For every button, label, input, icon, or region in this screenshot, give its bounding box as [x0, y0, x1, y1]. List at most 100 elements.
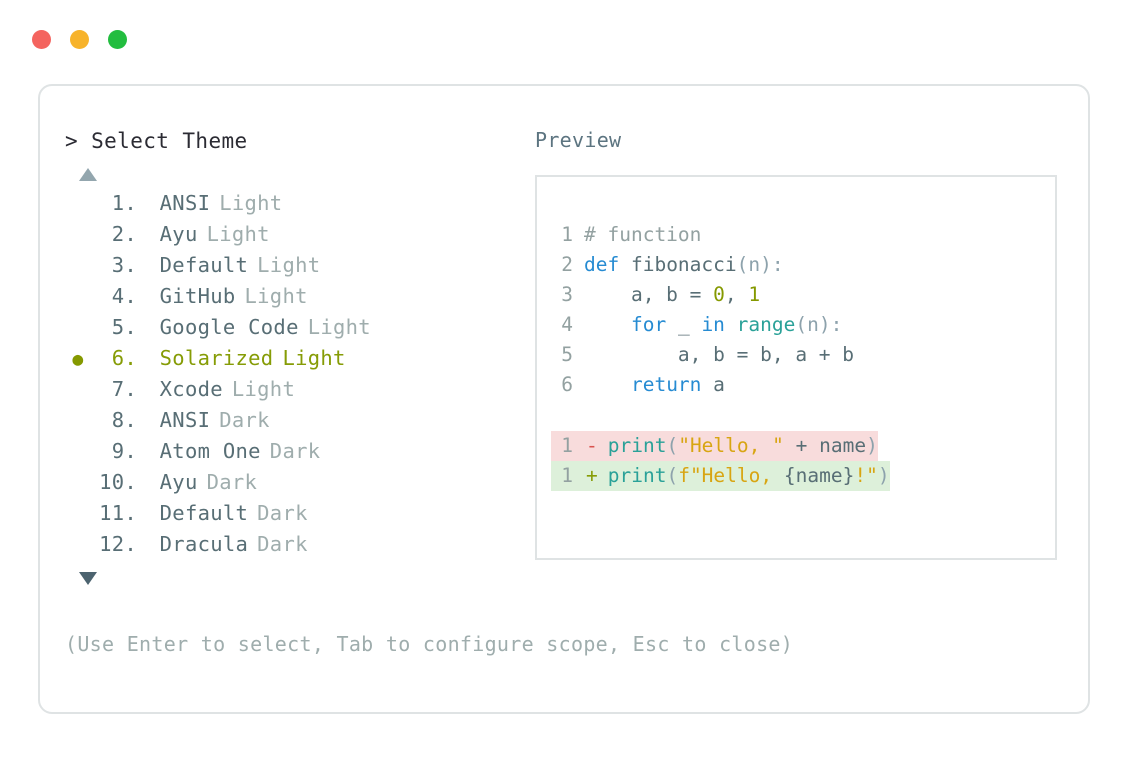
theme-name: Ayu: [159, 222, 198, 247]
scroll-up-arrow-icon[interactable]: [79, 168, 97, 182]
theme-index-gap: [137, 498, 160, 529]
theme-index-gap: [137, 312, 160, 343]
theme-index-gap: [137, 467, 160, 498]
selected-bullet-icon: ●: [65, 313, 91, 344]
selected-bullet-icon: ●: [65, 468, 91, 499]
code-line-content: # function: [584, 220, 701, 250]
code-token: {name}: [783, 464, 855, 487]
code-token: # function: [584, 223, 702, 246]
theme-index: 2.: [111, 222, 137, 247]
line-number: 5: [561, 343, 573, 366]
theme-name: Atom One: [159, 439, 261, 464]
theme-index-gap: [137, 374, 160, 405]
code-line-content: return a: [584, 370, 725, 400]
code-token: 0: [713, 283, 725, 306]
theme-index-gap: [137, 219, 160, 250]
selected-bullet-icon: ●: [65, 406, 91, 437]
code-token: in: [701, 313, 725, 336]
diff-line-content: print(f"Hello, {name}!"): [608, 461, 890, 491]
code-line-content: a, b = 0, 1: [584, 280, 760, 310]
code-token: !": [854, 464, 878, 487]
theme-variant: Dark: [219, 408, 270, 433]
code-token: range: [736, 313, 796, 336]
theme-variant: Dark: [257, 532, 308, 557]
selected-bullet-icon: ●: [65, 189, 91, 220]
page-title: > Select Theme: [65, 129, 248, 153]
code-token: (: [666, 434, 679, 457]
maximize-button[interactable]: [108, 30, 127, 49]
theme-index: 4.: [111, 284, 137, 309]
code-line: 2 def fibonacci(n):: [551, 250, 1055, 280]
theme-index: 7.: [111, 377, 137, 402]
code-token: _: [666, 313, 702, 336]
theme-index: 3.: [111, 253, 137, 278]
theme-variant: Dark: [269, 439, 321, 464]
theme-index-gap: [137, 281, 160, 312]
diff-block: 1-print("Hello, " + name)1+print(f"Hello…: [551, 431, 1055, 491]
selected-bullet-icon: ●: [65, 375, 91, 406]
code-token: [584, 313, 631, 336]
window-controls: [32, 30, 127, 49]
theme-name: Xcode: [159, 377, 223, 402]
diff-line-removed: 1-print("Hello, " + name): [551, 431, 878, 461]
code-line: 5 a, b = b, a + b: [551, 340, 1055, 370]
code-token: print: [607, 434, 667, 457]
theme-index-gap: [137, 436, 160, 467]
line-number: 1: [561, 464, 573, 487]
theme-variant: Light: [307, 315, 371, 340]
keyboard-hint: (Use Enter to select, Tab to configure s…: [65, 632, 794, 656]
minimize-button[interactable]: [70, 30, 89, 49]
code-line-content: for _ in range(n):: [584, 310, 842, 340]
code-token: a, b =: [584, 283, 714, 306]
theme-variant: Dark: [257, 501, 308, 526]
line-number: 6: [561, 373, 573, 396]
code-token: fibonacci: [630, 253, 737, 276]
theme-index: 9.: [111, 439, 137, 464]
scroll-down-arrow-icon[interactable]: [79, 572, 97, 586]
theme-index: 6.: [111, 346, 137, 371]
diff-marker: +: [586, 464, 598, 487]
code-token: (n):: [736, 253, 784, 276]
theme-index: 8.: [111, 408, 137, 433]
code-token: print: [607, 464, 667, 487]
theme-index: 5.: [111, 315, 137, 340]
theme-index: 11.: [99, 501, 137, 526]
close-button[interactable]: [32, 30, 51, 49]
theme-name: Google Code: [159, 315, 299, 340]
code-token: 1: [748, 283, 761, 306]
theme-list-item[interactable]: ● 5. Google Code Light: [65, 312, 535, 343]
code-token: "Hello, ": [678, 434, 784, 457]
diff-marker: -: [586, 434, 598, 457]
theme-index-gap: [137, 405, 160, 436]
code-line-content: def fibonacci(n):: [584, 250, 784, 280]
theme-index: 1.: [111, 191, 137, 216]
code-line: 6 return a: [551, 370, 1055, 400]
line-number: 1: [561, 434, 573, 457]
line-number: 2: [561, 253, 573, 276]
code-token: (: [666, 464, 679, 487]
code-line-content: a, b = b, a + b: [584, 340, 854, 370]
code-token: ): [877, 464, 890, 487]
selected-bullet-icon: ●: [65, 499, 91, 530]
diff-line-content: print("Hello, " + name): [608, 431, 878, 461]
code-token: def: [584, 253, 631, 276]
preview-label: Preview: [535, 128, 622, 152]
selected-bullet-icon: ●: [65, 220, 91, 251]
code-line: 4 for _ in range(n):: [551, 310, 1055, 340]
